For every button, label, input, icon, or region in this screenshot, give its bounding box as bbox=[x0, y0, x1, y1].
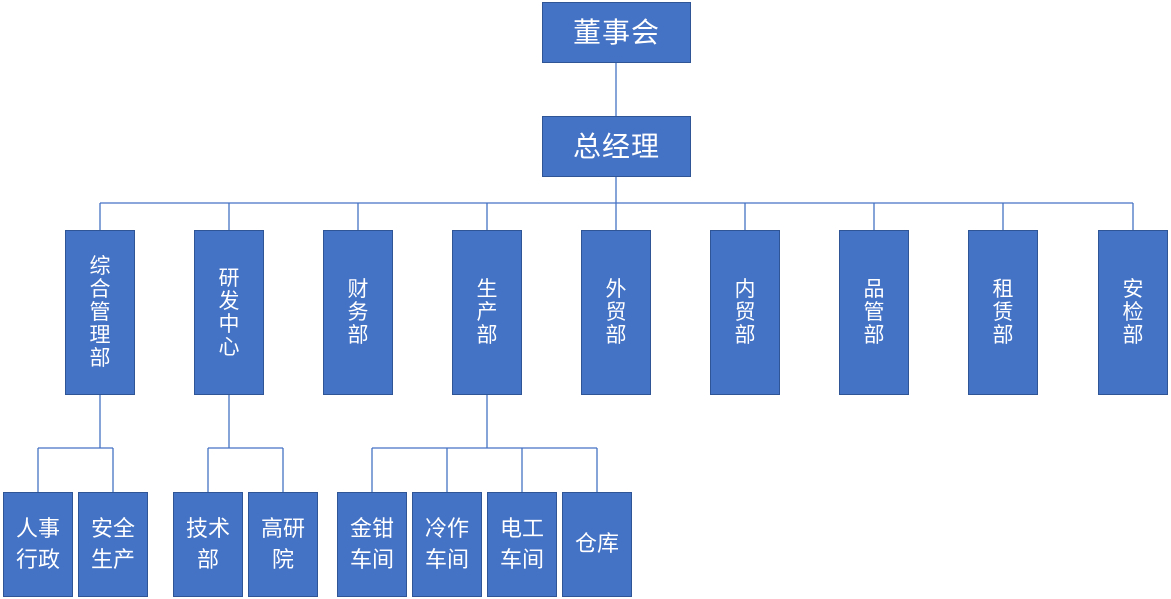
dept-quality-node: 品 管 部 bbox=[839, 230, 909, 395]
dept-domestic-trade-label: 内 贸 部 bbox=[734, 277, 756, 347]
unit-cold-work-workshop-node: 冷作 车间 bbox=[412, 492, 482, 597]
unit-research-institute-node: 高研 院 bbox=[248, 492, 318, 597]
board-label: 董事会 bbox=[572, 15, 660, 49]
unit-warehouse-node: 仓库 bbox=[562, 492, 632, 597]
dept-production-label: 生 产 部 bbox=[476, 277, 498, 347]
unit-technology-node: 技术 部 bbox=[173, 492, 243, 597]
dept-admin-node: 综 合 管 理 部 bbox=[65, 230, 135, 395]
dept-rnd-label: 研 发 中 心 bbox=[218, 265, 240, 359]
dept-admin-label: 综 合 管 理 部 bbox=[89, 254, 111, 370]
dept-finance-label: 财 务 部 bbox=[347, 277, 369, 347]
dept-safety-inspection-label: 安 检 部 bbox=[1122, 277, 1144, 347]
general-manager-label: 总经理 bbox=[572, 129, 660, 163]
dept-foreign-trade-node: 外 贸 部 bbox=[581, 230, 651, 395]
dept-foreign-trade-label: 外 贸 部 bbox=[605, 277, 627, 347]
unit-hr-admin-label: 人事 行政 bbox=[15, 516, 60, 573]
dept-domestic-trade-node: 内 贸 部 bbox=[710, 230, 780, 395]
unit-safety-production-node: 安全 生产 bbox=[78, 492, 148, 597]
board-node: 董事会 bbox=[542, 2, 691, 63]
unit-cold-work-workshop-label: 冷作 车间 bbox=[424, 516, 469, 573]
unit-warehouse-label: 仓库 bbox=[574, 532, 619, 557]
dept-production-node: 生 产 部 bbox=[452, 230, 522, 395]
dept-leasing-node: 租 赁 部 bbox=[968, 230, 1038, 395]
unit-electrical-workshop-node: 电工 车间 bbox=[487, 492, 557, 597]
dept-rnd-node: 研 发 中 心 bbox=[194, 230, 264, 395]
unit-fitting-workshop-node: 金钳 车间 bbox=[337, 492, 407, 597]
unit-technology-label: 技术 部 bbox=[185, 516, 230, 573]
general-manager-node: 总经理 bbox=[542, 116, 691, 177]
unit-research-institute-label: 高研 院 bbox=[260, 516, 305, 573]
dept-safety-inspection-node: 安 检 部 bbox=[1098, 230, 1168, 395]
unit-electrical-workshop-label: 电工 车间 bbox=[499, 516, 544, 573]
dept-finance-node: 财 务 部 bbox=[323, 230, 393, 395]
unit-safety-production-label: 安全 生产 bbox=[90, 516, 135, 573]
dept-quality-label: 品 管 部 bbox=[863, 277, 885, 347]
unit-hr-admin-node: 人事 行政 bbox=[3, 492, 73, 597]
unit-fitting-workshop-label: 金钳 车间 bbox=[349, 516, 394, 573]
dept-leasing-label: 租 赁 部 bbox=[992, 277, 1014, 347]
